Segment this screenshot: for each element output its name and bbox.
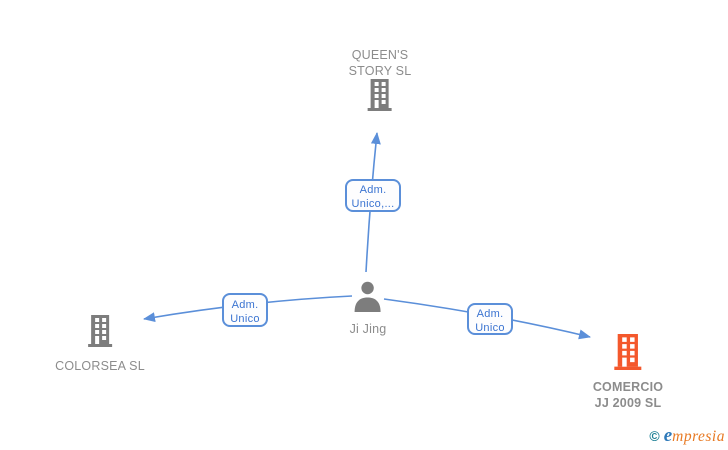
building-icon-highlighted — [613, 334, 643, 370]
company-label: COLORSEA SL — [55, 359, 145, 373]
relation-label-line1: Adm. — [359, 184, 387, 196]
logo-brand-rest: mpresia — [672, 428, 725, 445]
relation-label-line2: Unico — [475, 322, 505, 334]
relation-box-adm-unico-top[interactable]: Adm. Unico,... — [345, 179, 401, 212]
person-icon — [353, 281, 383, 312]
logo-brand-initial: e — [663, 425, 673, 446]
company-node-comercio-jj-2009[interactable]: COMERCIO JJ 2009 SL — [593, 334, 663, 411]
company-label: QUEEN'S STORY SL — [349, 47, 412, 79]
relation-label-line1: Adm. — [476, 308, 504, 320]
company-label: COMERCIO JJ 2009 SL — [593, 379, 663, 411]
relation-box-adm-unico-right[interactable]: Adm. Unico — [467, 303, 513, 335]
relation-label-line1: Adm. — [231, 299, 259, 311]
company-label-line1: QUEEN'S — [351, 48, 409, 62]
company-label-line1: COMERCIO — [592, 380, 664, 394]
company-node-queens-story[interactable]: QUEEN'S STORY SL — [349, 47, 412, 116]
company-node-colorsea[interactable]: COLORSEA SL — [55, 315, 145, 374]
empresia-logo[interactable]: © e mpresia — [649, 425, 725, 447]
person-label: Ji Jing — [349, 322, 387, 336]
relation-label-line2: Unico — [230, 313, 260, 325]
building-icon — [367, 79, 393, 111]
company-label-line2: JJ 2009 SL — [594, 396, 662, 410]
company-label-line2: STORY SL — [348, 64, 412, 78]
relation-label-line2: Unico,... — [351, 198, 395, 210]
person-node-ji-jing[interactable]: Ji Jing — [350, 281, 387, 337]
relation-box-adm-unico-left[interactable]: Adm. Unico — [222, 293, 268, 327]
building-icon — [87, 315, 113, 347]
copyright-icon: © — [649, 428, 660, 444]
